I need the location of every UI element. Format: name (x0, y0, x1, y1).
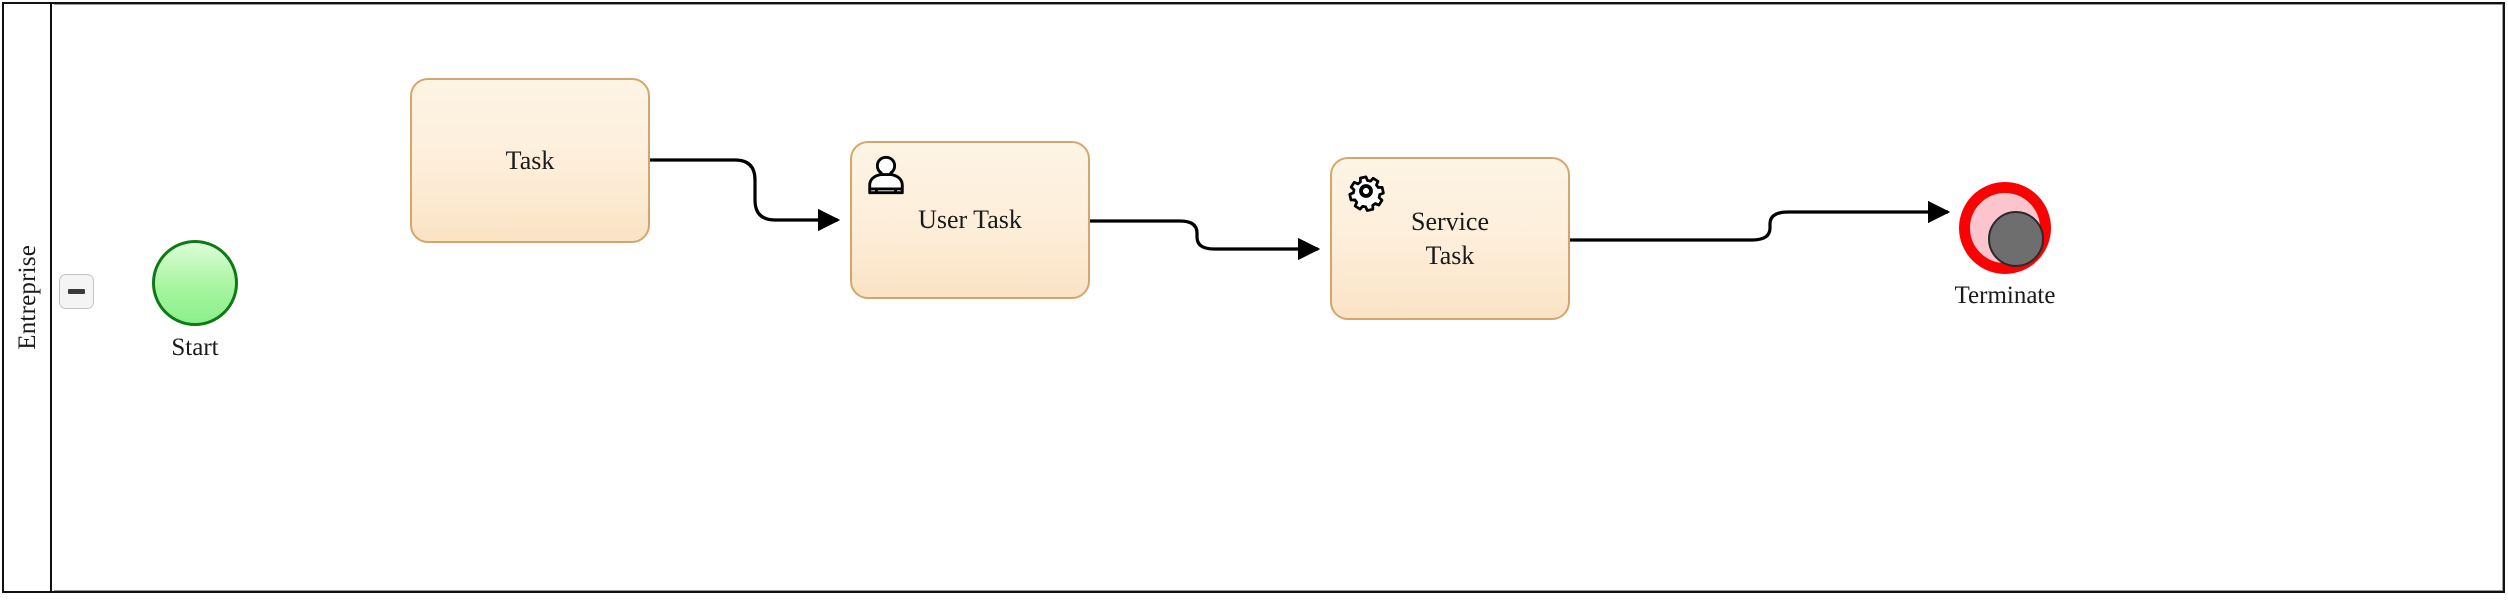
pool-name-label: Entreprise (13, 245, 41, 350)
task-service-label: Service Task (1411, 207, 1489, 270)
task-user[interactable]: User Task (850, 141, 1090, 299)
terminate-end-event-label: Terminate (1954, 282, 2056, 309)
task-service[interactable]: Service Task (1330, 157, 1570, 320)
pool-header[interactable]: Entreprise (4, 4, 52, 591)
pool-collapse-button[interactable] (59, 274, 94, 309)
start-event-label: Start (171, 334, 219, 361)
task-user-label: User Task (918, 205, 1022, 235)
task-plain[interactable]: Task (410, 78, 650, 243)
gear-icon (1348, 175, 1385, 212)
start-event[interactable] (152, 240, 238, 326)
terminate-inner-marker (1988, 211, 2044, 267)
task-plain-label: Task (505, 145, 555, 175)
minus-icon (68, 289, 85, 294)
user-icon (868, 155, 904, 195)
